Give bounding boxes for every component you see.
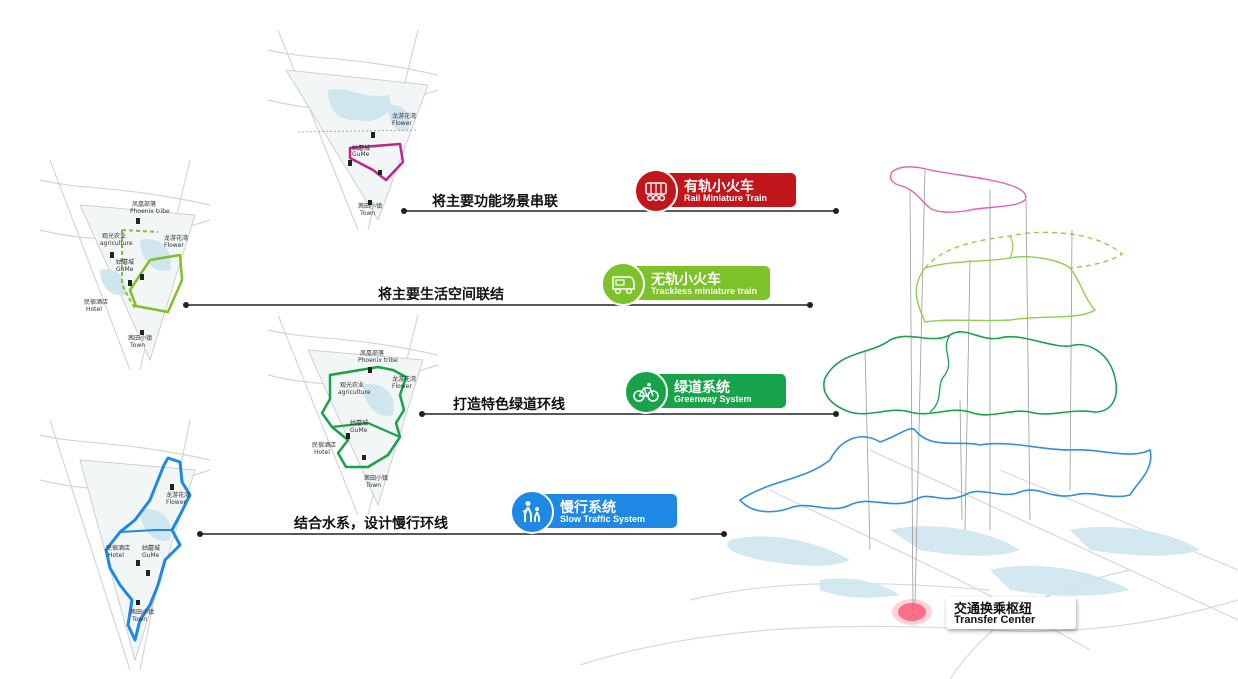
rail-subtitle: Rail Miniature Train — [684, 193, 768, 203]
town-label: 茜田小镇 — [130, 608, 154, 616]
rail-train-icon — [634, 169, 678, 213]
town-label-en: Town — [129, 342, 145, 349]
guwo-label: 姑蘑城 — [352, 144, 370, 152]
rail-layer — [889, 166, 1027, 213]
pedestrian-icon — [510, 490, 554, 534]
flower-label-en: Flower — [164, 242, 184, 249]
agri-label-en: agriculture — [100, 240, 133, 247]
trackless-layer — [915, 256, 1097, 323]
slow-leader-text: 结合水系，设计慢行环线 — [294, 516, 448, 532]
base-map-water — [727, 526, 1200, 598]
guwo-label: 姑蘑城 — [350, 419, 368, 427]
flower-label: 龙游花湾 — [166, 491, 190, 499]
hotel-label: 民宿酒店 — [84, 298, 108, 306]
flower-label-en: Flower — [166, 499, 186, 506]
transfer-center-label: 交通换乘枢纽 Transfer Center — [946, 597, 1076, 629]
flower-label-en: Flower — [392, 120, 412, 127]
bicycle-icon — [624, 370, 668, 414]
agri-label: 观光农业 — [102, 232, 126, 240]
slow-traffic-badge: 慢行系统 Slow Traffic System — [510, 490, 677, 534]
town-label-en: Town — [359, 210, 375, 217]
slow-traffic-title: 慢行系统 — [560, 500, 616, 516]
hotel-label-en: Hotel — [108, 552, 124, 559]
guwo-label-en: GuMe — [142, 552, 160, 559]
trackless-leader-text: 将主要生活空间联结 — [378, 287, 504, 303]
trackless-train-icon — [601, 262, 645, 306]
hotel-label-en: Hotel — [314, 449, 330, 456]
phoenix-label: 凤凰部落 — [132, 200, 156, 208]
slow-traffic-subtitle: Slow Traffic System — [560, 514, 646, 524]
transfer-center-title: 交通换乘枢纽 — [954, 602, 1033, 617]
guwo-label-en: GuMe — [352, 151, 370, 158]
town-label-en: Town — [131, 616, 147, 623]
flower-label: 龙游花湾 — [392, 112, 416, 120]
slow-traffic-route-map: 龙游花湾 Flower 民宿酒店 Hotel 姑蘑城 GuMe 茜田小镇 Tow… — [40, 420, 210, 670]
phoenix-label: 凤凰部落 — [360, 349, 384, 357]
town-label: 茜田小镇 — [364, 474, 388, 482]
greenway-badge: 绿道系统 Greenway System — [624, 370, 786, 414]
transfer-hub-marker — [898, 603, 926, 621]
hotel-label-en: Hotel — [86, 306, 102, 313]
rail-badge: 有轨小火车 Rail Miniature Train — [634, 169, 796, 213]
guwo-label-en: GuMe — [116, 266, 134, 273]
town-label: 茜田小镇 — [358, 202, 382, 210]
rail-route-map: 龙游花湾 Flower 姑蘑城 GuMe 茜田小镇 Town — [268, 30, 438, 230]
greenway-leader-text: 打造特色绿道环线 — [453, 397, 565, 413]
greenway-subtitle: Greenway System — [674, 394, 752, 404]
guwo-label: 姑蘑城 — [142, 544, 160, 552]
trackless-badge: 无轨小火车 Trackless miniature train — [601, 262, 770, 306]
agri-label-en: agriculture — [338, 389, 371, 396]
rail-leader-text: 将主要功能场景串联 — [432, 194, 558, 210]
rail-title: 有轨小火车 — [684, 179, 754, 195]
greenway-title: 绿道系统 — [674, 380, 730, 396]
town-label-en: Town — [365, 482, 381, 489]
phoenix-label-en: Phoenix tribe — [358, 357, 398, 364]
trackless-subtitle: Trackless miniature train — [651, 286, 758, 296]
trackless-title: 无轨小火车 — [651, 272, 721, 288]
agri-label: 观光农业 — [340, 381, 364, 389]
phoenix-label-en: Phoenix tribe — [130, 208, 170, 215]
greenway-route-map: 凤凰部落 Phoenix tribe 观光农业 agriculture 龙游花湾… — [268, 315, 438, 515]
guwo-label: 姑蘑城 — [116, 258, 134, 266]
transfer-center-subtitle: Transfer Center — [954, 614, 1036, 626]
slow-traffic-layer — [738, 427, 1152, 513]
flower-label: 龙游花湾 — [164, 234, 188, 242]
vertical-connectors — [864, 169, 1073, 611]
greenway-layer — [823, 331, 1117, 416]
flower-label: 龙游花湾 — [392, 375, 416, 383]
trackless-route-map: 凤凰部落 Phoenix tribe 观光农业 agriculture 龙游花湾… — [40, 160, 210, 370]
flower-label-en: Flower — [392, 383, 412, 390]
layered-network-diagram — [579, 166, 1238, 679]
guwo-label-en: GuMe — [350, 427, 368, 434]
town-label: 茜田小镇 — [128, 334, 152, 342]
hotel-label: 民宿酒店 — [106, 544, 130, 552]
hotel-label: 民宿酒店 — [312, 441, 336, 449]
